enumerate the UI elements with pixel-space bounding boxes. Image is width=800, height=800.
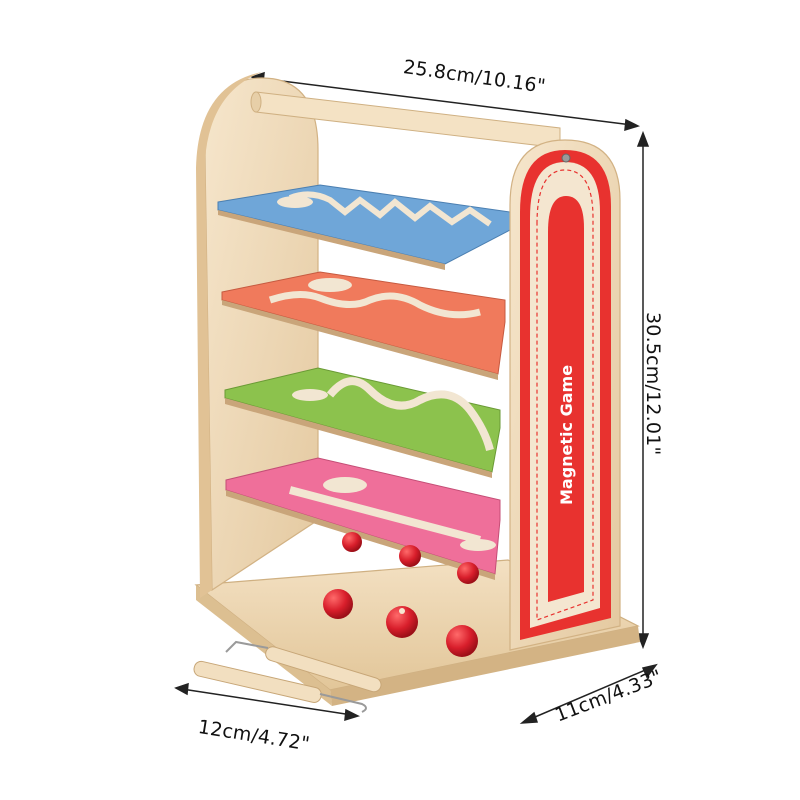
ball bbox=[323, 589, 353, 619]
ball bbox=[342, 532, 362, 552]
dimension-lines bbox=[174, 71, 658, 724]
right-side-panel bbox=[509, 139, 621, 651]
ball bbox=[386, 606, 418, 638]
magnetic-wands bbox=[193, 640, 382, 713]
ball bbox=[399, 545, 421, 567]
tier-blue bbox=[217, 184, 511, 270]
tier-green bbox=[224, 367, 501, 478]
side-panel-text: Magnetic Game bbox=[557, 365, 576, 505]
ball bbox=[446, 625, 478, 657]
left-side-panel bbox=[196, 72, 319, 598]
tier-pink bbox=[225, 457, 501, 580]
wand-pick bbox=[193, 660, 367, 713]
ball bbox=[457, 562, 479, 584]
magnetic-balls bbox=[323, 532, 479, 657]
wand-hook bbox=[225, 640, 382, 693]
height-dimension-label: 30.5cm/12.01" bbox=[642, 312, 664, 456]
tier-orange bbox=[221, 271, 506, 380]
